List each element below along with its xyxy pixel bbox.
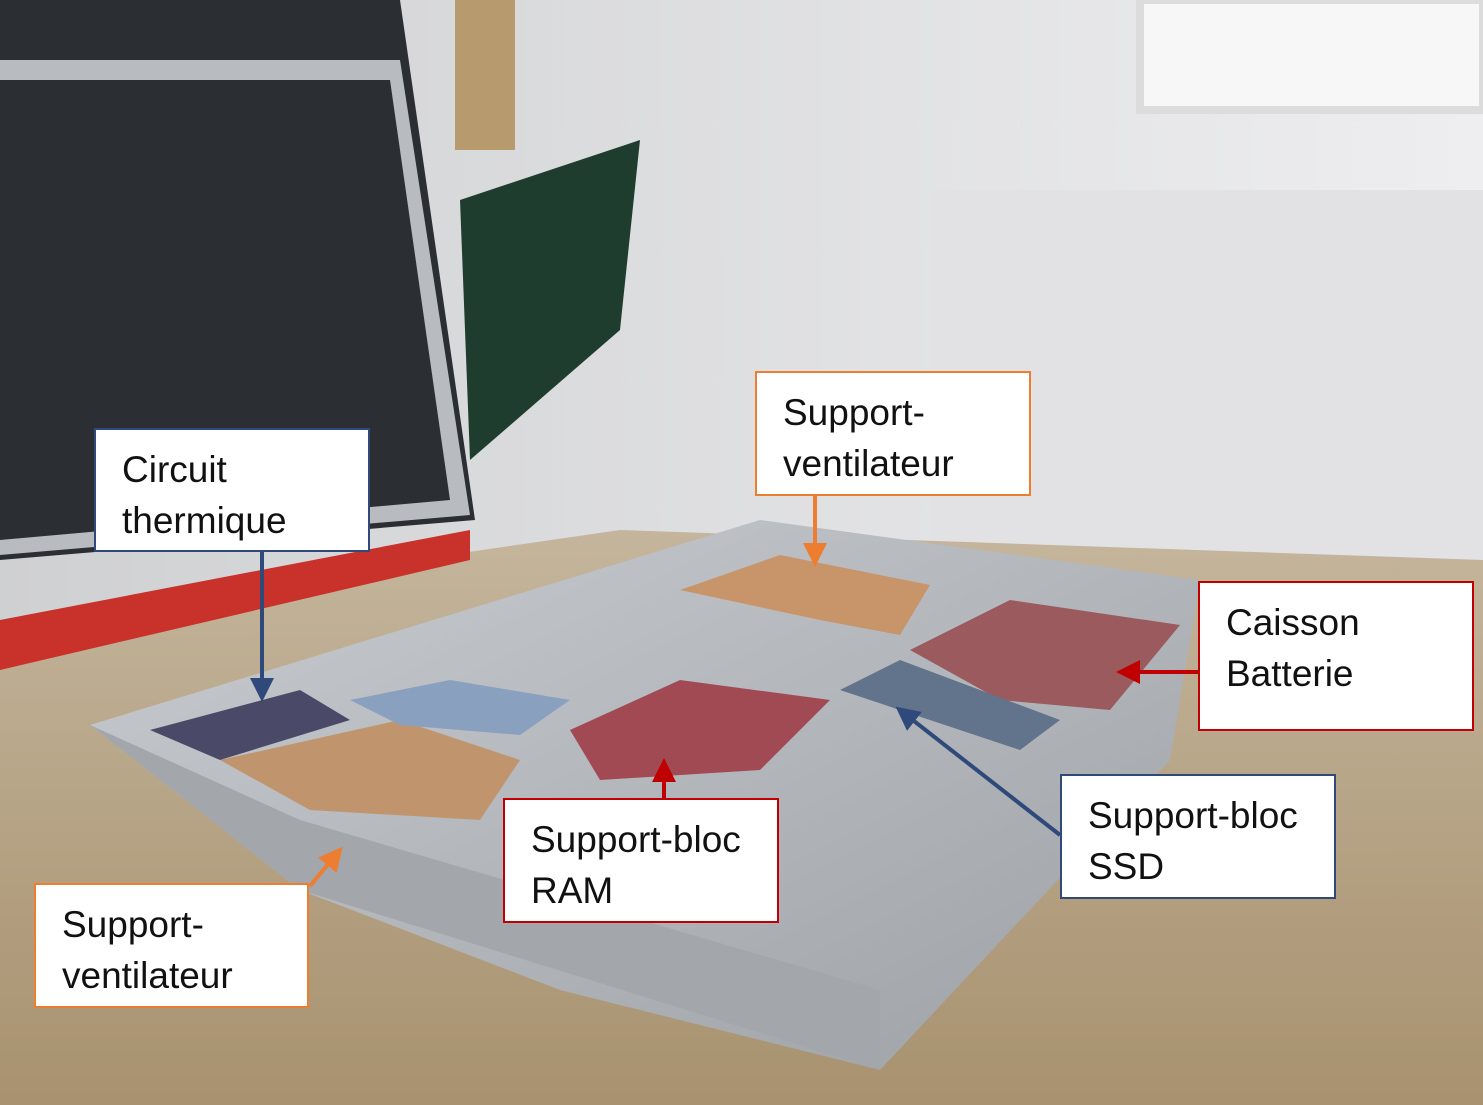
label-ram-support: Support-bloc RAM <box>503 798 779 923</box>
monitor <box>0 0 475 560</box>
label-line: Support-bloc <box>531 819 741 860</box>
green-dustpan <box>460 140 640 460</box>
label-line: RAM <box>531 870 614 911</box>
label-thermal-circuit: Circuit thermique <box>94 428 370 552</box>
window <box>1136 0 1483 114</box>
fan-support-part-top <box>680 555 930 635</box>
label-fan-support-bottom: Support- ventilateur <box>34 883 309 1008</box>
red-strip <box>0 530 470 670</box>
label-ssd-support: Support-bloc SSD <box>1060 774 1336 899</box>
label-line: Support- <box>62 904 204 945</box>
wood-post <box>455 0 515 150</box>
label-line: Support- <box>783 392 925 433</box>
label-line: ventilateur <box>62 955 233 996</box>
label-line: Batterie <box>1226 653 1354 694</box>
label-line: ventilateur <box>783 443 954 484</box>
ram-support-part <box>570 680 830 780</box>
blue-plate-part <box>350 680 570 735</box>
label-battery-case: Caisson Batterie <box>1198 581 1474 731</box>
label-line: SSD <box>1088 846 1165 887</box>
thermal-circuit-part <box>150 690 350 760</box>
label-line: Circuit <box>122 449 227 490</box>
monitor-bezel <box>0 60 470 555</box>
label-line: Caisson <box>1226 602 1360 643</box>
label-line: Support-bloc <box>1088 795 1298 836</box>
battery-case-part <box>910 600 1180 710</box>
laptop-tray <box>90 520 1200 1070</box>
fan-support-part-bottom <box>220 720 520 820</box>
label-fan-support-top: Support- ventilateur <box>755 371 1031 496</box>
label-line: thermique <box>122 500 287 541</box>
tray-front-wall <box>90 725 880 1070</box>
